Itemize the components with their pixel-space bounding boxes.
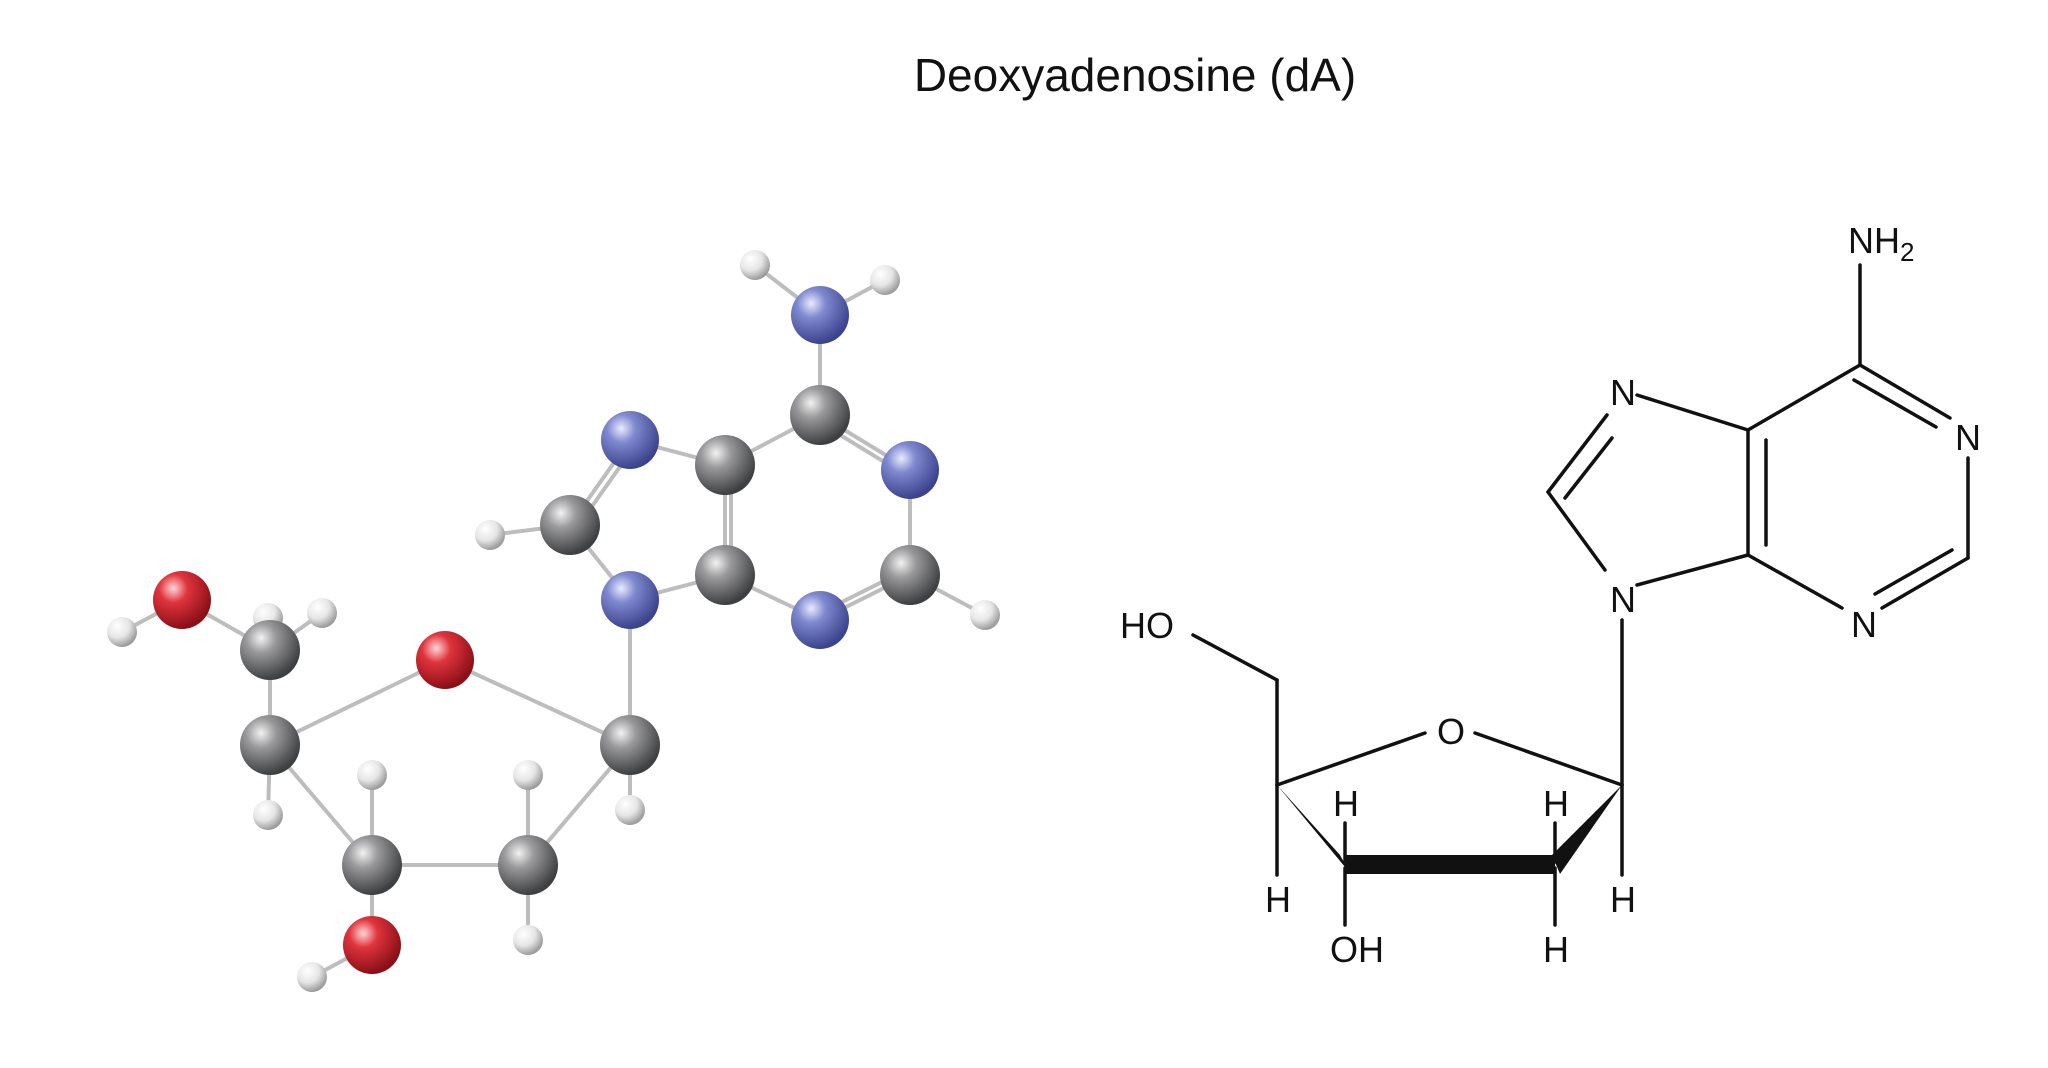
hydroxyl-label-oh: OH bbox=[1330, 929, 1384, 970]
carbon-atom bbox=[540, 495, 600, 555]
carbon-atom bbox=[600, 715, 660, 775]
ring-oxygen-label: O bbox=[1437, 711, 1465, 752]
nitrogen-atom bbox=[881, 441, 939, 499]
nitrogen-atom bbox=[601, 571, 659, 629]
ball-and-stick-model bbox=[107, 250, 1000, 992]
hydrogen-label: H bbox=[1543, 929, 1569, 970]
carbon-atom bbox=[498, 835, 558, 895]
carbon-atom bbox=[342, 835, 402, 895]
bold-bond bbox=[1345, 855, 1555, 874]
wedge-bond bbox=[1277, 785, 1350, 873]
carbon-atom bbox=[695, 545, 755, 605]
hydrogen-label: H bbox=[1610, 879, 1636, 920]
carbon-atom bbox=[240, 620, 300, 680]
nh2-label: NH2 bbox=[1848, 220, 1914, 267]
nitrogen-label-n3: N bbox=[1851, 604, 1877, 645]
hydrogen-label: H bbox=[1333, 783, 1359, 824]
hydrogen-atom bbox=[513, 760, 543, 790]
hydrogen-label: H bbox=[1265, 879, 1291, 920]
hydrogen-atom bbox=[970, 600, 1000, 630]
nitrogen-atom bbox=[791, 286, 849, 344]
wedge-bond bbox=[1552, 785, 1622, 874]
nitrogen-atom bbox=[791, 591, 849, 649]
hydrogen-label: H bbox=[1543, 783, 1569, 824]
hydrogen-atom bbox=[253, 800, 283, 830]
hydrogen-atom bbox=[615, 795, 645, 825]
hydrogen-atom bbox=[475, 520, 505, 550]
hydroxyl-label-ho: HO bbox=[1120, 605, 1174, 646]
nitrogen-atom bbox=[601, 411, 659, 469]
carbon-atom bbox=[880, 545, 940, 605]
hydrogen-atom bbox=[513, 925, 543, 955]
oxygen-atom bbox=[416, 631, 474, 689]
hydrogen-atom bbox=[357, 760, 387, 790]
oxygen-atom bbox=[343, 916, 401, 974]
carbon-atom bbox=[790, 385, 850, 445]
carbon-atom bbox=[695, 435, 755, 495]
oxygen-atom bbox=[153, 571, 211, 629]
hydrogen-atom bbox=[307, 598, 337, 628]
skeletal-formula: NH2 N N N N HO O H H H H OH H bbox=[1120, 220, 1981, 970]
hydrogen-atom bbox=[870, 265, 900, 295]
model-atoms bbox=[107, 250, 1000, 992]
diagram-title: Deoxyadenosine (dA) bbox=[913, 49, 1357, 101]
carbon-atom bbox=[240, 715, 300, 775]
nitrogen-label-n9: N bbox=[1610, 579, 1636, 620]
hydrogen-atom bbox=[297, 962, 327, 992]
nitrogen-label-n7: N bbox=[1610, 372, 1636, 413]
nitrogen-label-n1: N bbox=[1955, 417, 1981, 458]
hydrogen-atom bbox=[740, 250, 770, 280]
hydrogen-atom bbox=[107, 617, 137, 647]
